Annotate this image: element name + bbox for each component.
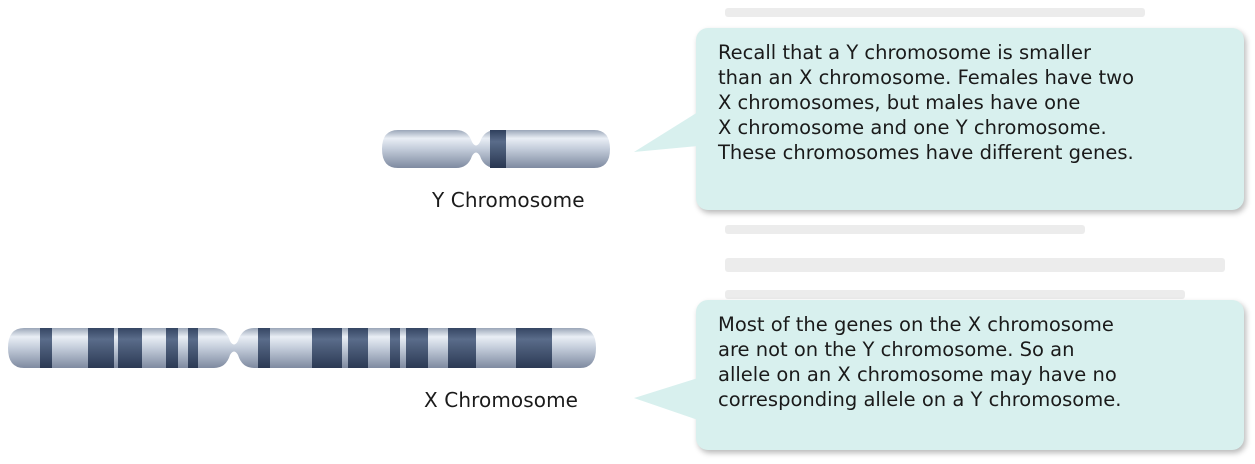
x-chromosome-label: X Chromosome [424, 388, 579, 412]
callout-text-line: allele on an X chromosome may have no [718, 363, 1117, 386]
x-band [406, 328, 428, 368]
callout-x-genes: Most of the genes on the X chromosome ar… [634, 300, 1244, 450]
callout-text-line: than an X chromosome. Females have two [718, 66, 1135, 89]
y-chromosome-band [490, 130, 506, 168]
x-band [312, 328, 342, 368]
x-band [348, 328, 368, 368]
x-band [166, 328, 178, 368]
callout-text-line: corresponding allele on a Y chromosome. [718, 388, 1122, 411]
y-chromosome [380, 128, 612, 170]
callout-tail [634, 112, 698, 152]
callout-text-line: These chromosomes have different genes. [718, 141, 1134, 164]
callout-text-line: Recall that a Y chromosome is smaller [718, 41, 1091, 64]
x-band [40, 328, 52, 368]
x-band [88, 328, 114, 368]
callout-text-line: X chromosome and one Y chromosome. [718, 116, 1107, 139]
callout-text-line: X chromosomes, but males have one [718, 91, 1081, 114]
callout-text-line: are not on the Y chromosome. So an [718, 338, 1075, 361]
x-chromosome [6, 326, 598, 370]
y-chromosome-label: Y Chromosome [432, 188, 585, 212]
callout-tail [634, 378, 698, 420]
x-band [390, 328, 400, 368]
callout-text-line: Most of the genes on the X chromosome [718, 313, 1114, 336]
x-band [118, 328, 142, 368]
x-band [448, 328, 476, 368]
x-band [516, 328, 552, 368]
x-band [258, 328, 270, 368]
x-band [188, 328, 198, 368]
callout-y-x-size: Recall that a Y chromosome is smaller th… [634, 28, 1244, 210]
